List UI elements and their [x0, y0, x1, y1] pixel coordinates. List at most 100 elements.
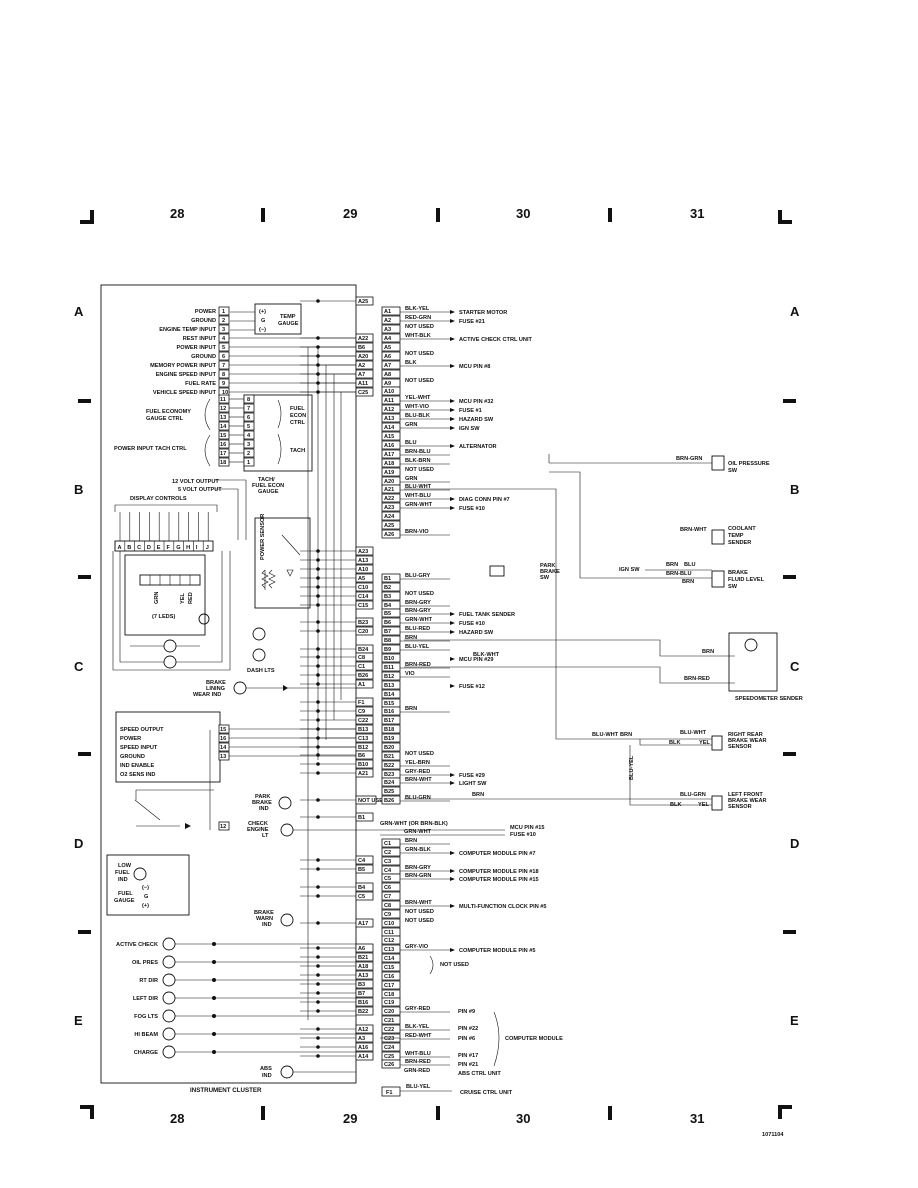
- right-connector-pin-label: C1: [384, 841, 391, 847]
- col-28-bottom: 28: [170, 1111, 184, 1126]
- right-connector-pin-label: A20: [384, 479, 394, 485]
- right-connector-pin-label: A5: [384, 345, 391, 351]
- svg-text:BRN-GRN: BRN-GRN: [676, 456, 702, 462]
- col-30-bottom: 30: [516, 1111, 530, 1126]
- cluster-connector-pin-label: A13: [358, 973, 368, 979]
- svg-text:G: G: [144, 894, 148, 900]
- right-connector-pin: [381, 733, 401, 743]
- display-letter: H: [186, 545, 190, 551]
- f1-pin: [381, 1086, 401, 1097]
- right-connector-pin-label: B24: [384, 780, 395, 786]
- abs-wire: GRN-RED: [404, 1068, 430, 1074]
- cluster-connector-pin-label: B22: [358, 1009, 368, 1015]
- right-connector-pin: [381, 777, 401, 787]
- cm-pin-17: PIN #17: [458, 1053, 478, 1059]
- svg-text:BRAKE: BRAKE: [254, 910, 274, 916]
- cluster-connector-pin-label: A14: [358, 1054, 369, 1060]
- right-connector-pin-label: A15: [384, 434, 394, 440]
- wire-destination-label: FUSE #10: [459, 621, 485, 627]
- right-connector-pin: [381, 315, 401, 325]
- right-connector-pin-label: C17: [384, 983, 394, 989]
- cluster-connector-pin-label: A12: [358, 1027, 368, 1033]
- right-connector-pin: [381, 1015, 401, 1025]
- wire-color-label: GRN-BLK: [405, 847, 431, 853]
- fuel-econ-output-pin-number: 1: [247, 460, 250, 466]
- right-connector-pin: [381, 386, 401, 396]
- svg-text:COOLANT: COOLANT: [728, 526, 756, 532]
- wire-color-label: BLU-BLK: [405, 413, 430, 419]
- display-letter: A: [118, 545, 122, 551]
- display-letter: J: [206, 545, 209, 551]
- park-brake-bulb-icon: [278, 796, 292, 810]
- wire-color-label: BRN: [405, 635, 417, 641]
- right-connector-pin: [381, 617, 401, 627]
- svg-text:BLU-WHT: BLU-WHT: [680, 730, 707, 736]
- right-connector-pin-label: A21: [384, 487, 394, 493]
- wire-color-label: WHT-BLU: [405, 1051, 431, 1057]
- right-connector-pin: [381, 980, 401, 990]
- right-connector-pin-label: C25: [384, 1054, 394, 1060]
- fuel-econ-output-pin: [243, 403, 255, 413]
- right-connector-pin-label: B9: [384, 647, 391, 653]
- wire-destination-label: FUSE #21: [459, 319, 485, 325]
- cluster-connector-pin-label: A25: [358, 299, 368, 305]
- svg-text:SENSOR: SENSOR: [728, 744, 752, 750]
- svg-text:BRN-WHT: BRN-WHT: [680, 527, 707, 533]
- svg-text:SPEEDOMETER SENDER: SPEEDOMETER SENDER: [735, 696, 803, 702]
- right-connector-pin: [381, 751, 401, 761]
- right-connector-pin-label: B2: [384, 585, 391, 591]
- right-connector-pin-label: B16: [384, 709, 394, 715]
- right-connector-pin: [381, 918, 401, 928]
- svg-text:BRN-BLU: BRN-BLU: [666, 571, 691, 577]
- low-fuel-bulb-icon: [133, 867, 147, 881]
- wire-color-label: BLK-YEL: [405, 1024, 430, 1030]
- instrument-cluster-label: INSTRUMENT CLUSTER: [190, 1087, 262, 1094]
- cluster-input-label: POWER INPUT: [177, 345, 217, 351]
- svg-text:CTRL: CTRL: [290, 420, 305, 426]
- right-connector-pin: [381, 608, 401, 618]
- right-connector-pin-label: A13: [384, 416, 394, 422]
- cluster-connector-pin-label: A1: [358, 682, 365, 688]
- svg-text:BRAKE WEAR: BRAKE WEAR: [728, 738, 767, 744]
- right-connector-pin-label: C12: [384, 938, 394, 944]
- cluster-connector-pin-label: B23: [358, 620, 368, 626]
- right-connector-pin: [381, 760, 401, 770]
- wire-color-label: RED-GRN: [405, 315, 431, 321]
- right-connector-pin-label: C15: [384, 965, 394, 971]
- wire-destination-label: ALTERNATOR: [459, 444, 497, 450]
- indicator-bulb-icon: [162, 1009, 176, 1023]
- svg-text:BRN: BRN: [682, 579, 694, 585]
- cluster-connector-pin-label: C20: [358, 629, 368, 635]
- right-connector-pin-label: A16: [384, 443, 394, 449]
- svg-text:IND: IND: [262, 1073, 272, 1079]
- cluster-connector-pin-label: A22: [358, 336, 368, 342]
- svg-text:TEMP: TEMP: [728, 533, 744, 539]
- wire-destination-label: MCU PIN #8: [459, 364, 490, 370]
- svg-text:BLU-WHT: BLU-WHT: [592, 732, 619, 738]
- indicator-label: CHARGE: [134, 1050, 159, 1056]
- speed-block-label: POWER: [120, 736, 141, 742]
- wire-color-label: BRN-GRY: [405, 865, 431, 871]
- right-connector-pin: [381, 1059, 401, 1069]
- right-connector-pin-label: C18: [384, 992, 394, 998]
- right-connector-pin: [381, 953, 401, 963]
- right-connector-pin: [381, 662, 401, 672]
- abs-ctrl-label: ABS CTRL UNIT: [458, 1071, 501, 1077]
- cluster-connector-pin-label: B6: [358, 753, 365, 759]
- cluster-connector-pin-label: A17: [358, 921, 368, 927]
- right-connector-pin-label: B18: [384, 727, 394, 733]
- right-connector-pin-label: B10: [384, 656, 394, 662]
- oil-pressure-switch: OIL PRESSURE SW BRN-GRN: [548, 454, 770, 474]
- svg-text:BRN: BRN: [666, 562, 678, 568]
- right-connector-pin: [381, 935, 401, 945]
- cluster-connector-pin-label: C1: [358, 664, 365, 670]
- svg-text:LOW: LOW: [118, 863, 132, 869]
- wire-color-label: BRN-WHT: [405, 900, 432, 906]
- cluster-connector-pin-label: A13: [358, 558, 368, 564]
- right-connector-pin: [381, 944, 401, 954]
- right-connector-pin: [381, 715, 401, 725]
- right-connector-pin-label: A25: [384, 523, 394, 529]
